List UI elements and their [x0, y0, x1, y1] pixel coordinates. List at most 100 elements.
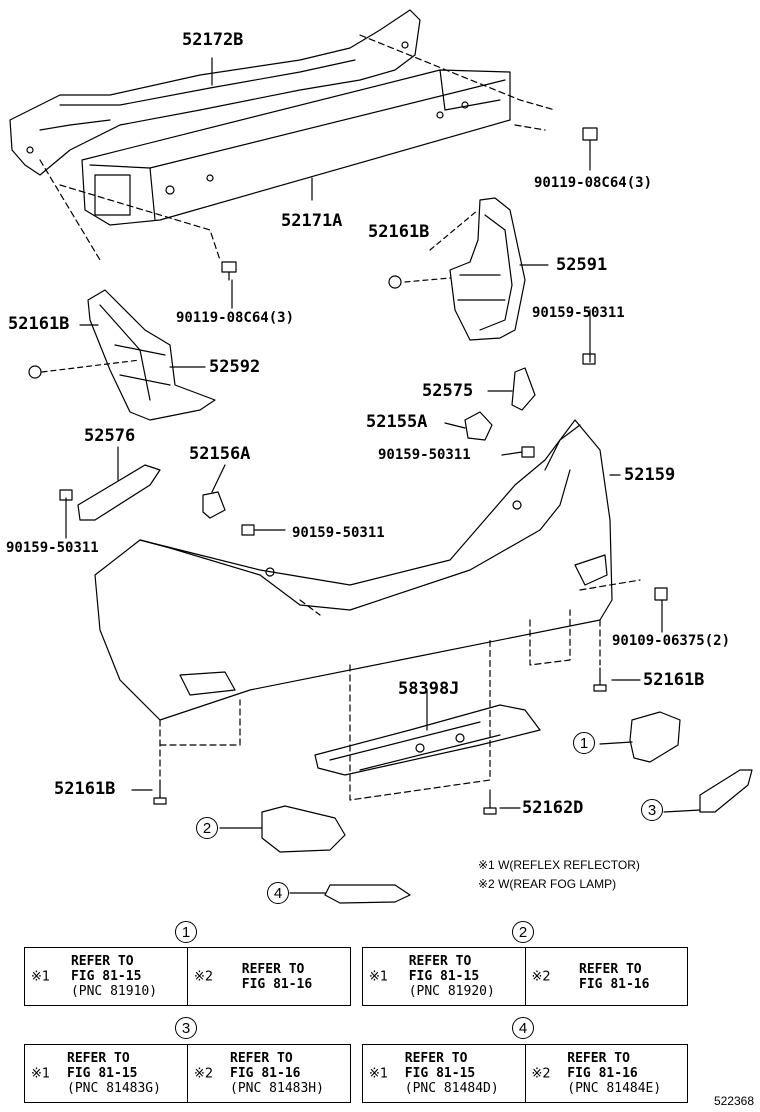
clip-icon: [153, 779, 167, 805]
callout-2: 2: [196, 817, 218, 839]
lamp-lens-icon: [324, 884, 411, 904]
ref-pnc: (PNC 81484E): [567, 1081, 662, 1096]
part-label: 90119-08C64(3): [534, 175, 653, 191]
reflector-left-icon: [699, 769, 753, 813]
part-label: 90109-06375(2): [612, 633, 731, 649]
part-label: 58398J: [398, 679, 460, 699]
part-label: 90159-50311: [292, 525, 385, 541]
note-rear-fog-lamp: ※2 W(REAR FOG LAMP): [478, 877, 617, 891]
ref-number-3: 3: [175, 1017, 197, 1039]
part-label: 52156A: [189, 444, 251, 464]
callout-1: 1: [573, 732, 595, 754]
mark-1: ※1: [31, 969, 51, 984]
bumper-reinforcement: [81, 69, 511, 226]
bumper-undercover: [314, 704, 541, 776]
ref-line: REFER TO: [579, 961, 642, 977]
part-label: 90159-50311: [6, 540, 99, 556]
ref-text: REFER TO FIG 81-16: [242, 962, 312, 992]
mark-2: ※2: [194, 1066, 214, 1081]
fog-lamp-icon: [261, 805, 346, 853]
reference-box-3: ※1 REFER TO FIG 81-15 (PNC 81483G) ※2 RE…: [24, 1044, 351, 1103]
ref-line: FIG 81-16: [579, 976, 650, 992]
clip-icon: [388, 275, 402, 289]
side-retainer-right: [449, 197, 526, 341]
ref-pnc: (PNC 81483H): [230, 1081, 324, 1096]
part-label: 52576: [84, 426, 136, 446]
part-label: 52575: [422, 381, 474, 401]
guide-lines-bottom: [159, 579, 641, 801]
part-label: 52171A: [281, 211, 343, 231]
note-reflex-reflector: ※1 W(REFLEX REFLECTOR): [478, 858, 640, 872]
part-label: 52592: [209, 357, 261, 377]
bracket-52575: [511, 367, 536, 411]
guide-lines-top: [39, 34, 556, 261]
ref-text: REFER TO FIG 81-15 (PNC 81910): [71, 954, 157, 999]
mark-2: ※2: [194, 969, 214, 984]
part-label: 52172B: [182, 30, 244, 50]
clip-icon: [28, 365, 42, 379]
ref-line: REFER TO: [70, 954, 134, 969]
ref-cell-right: ※2 REFER TO FIG 81-16: [524, 948, 688, 1005]
ref-number-2: 2: [512, 921, 534, 943]
ref-cell-left: ※1 REFER TO FIG 81-15 (PNC 81910): [25, 948, 187, 1005]
reference-box-2: ※1 REFER TO FIG 81-15 (PNC 81920) ※2 REF…: [362, 947, 688, 1006]
ref-line: REFER TO: [404, 1051, 468, 1066]
part-label: 52155A: [366, 412, 428, 432]
part-label: 52161B: [8, 314, 70, 334]
ref-line: FIG 81-15: [408, 969, 480, 984]
ref-cell-right: ※2 REFER TO FIG 81-16: [187, 948, 350, 1005]
callout-4: 4: [267, 882, 289, 904]
part-label: 52162D: [522, 798, 584, 818]
ref-text: REFER TO FIG 81-15 (PNC 81920): [409, 954, 495, 999]
clip-icon: [593, 667, 607, 692]
ref-line: REFER TO: [241, 961, 305, 977]
ref-line: FIG 81-16: [567, 1066, 638, 1081]
ref-cell-left: ※1 REFER TO FIG 81-15 (PNC 81920): [363, 948, 525, 1005]
ref-cell-right: ※2 REFER TO FIG 81-16 (PNC 81484E): [524, 1045, 688, 1102]
mark-2: ※2: [531, 969, 551, 984]
ref-text: REFER TO FIG 81-15 (PNC 81484D): [405, 1051, 499, 1096]
ref-number-1: 1: [175, 921, 197, 943]
side-retainer-left: [87, 289, 216, 421]
part-label: 52591: [556, 255, 608, 275]
part-label: 52161B: [54, 779, 116, 799]
clip-icon: [483, 789, 497, 815]
mark-1: ※1: [369, 969, 389, 984]
bolt-icons: [59, 127, 668, 601]
ref-pnc: (PNC 81484D): [404, 1081, 499, 1096]
part-label: 90119-08C64(3): [176, 310, 295, 326]
mark-2: ※2: [531, 1066, 551, 1081]
ref-cell-right: ※2 REFER TO FIG 81-16 (PNC 81483H): [187, 1045, 350, 1102]
ref-line: FIG 81-16: [241, 976, 313, 992]
ref-pnc: (PNC 81483G): [67, 1081, 161, 1096]
leader-lines: [65, 57, 701, 894]
ref-text: REFER TO FIG 81-16 (PNC 81484E): [567, 1051, 661, 1096]
reference-box-4: ※1 REFER TO FIG 81-15 (PNC 81484D) ※2 RE…: [362, 1044, 688, 1103]
mark-1: ※1: [369, 1066, 389, 1081]
bracket-52156a: [202, 491, 226, 519]
part-label: 52161B: [643, 670, 705, 690]
part-label: 52159: [624, 465, 676, 485]
ref-cell-left: ※1 REFER TO FIG 81-15 (PNC 81483G): [25, 1045, 187, 1102]
ref-pnc: (PNC 81920): [408, 984, 495, 999]
mark-1: ※1: [31, 1066, 51, 1081]
part-label: 90159-50311: [532, 305, 625, 321]
bumper-reinforcement-bracket: [9, 9, 421, 176]
part-label: 52161B: [368, 222, 430, 242]
ref-line: FIG 81-16: [230, 1066, 301, 1081]
ref-text: REFER TO FIG 81-16 (PNC 81483H): [230, 1051, 324, 1096]
ref-number-4: 4: [512, 1017, 534, 1039]
ref-pnc: (PNC 81910): [70, 984, 158, 999]
ref-line: FIG 81-15: [404, 1066, 476, 1081]
ref-line: FIG 81-15: [70, 969, 142, 984]
part-label: 90159-50311: [378, 447, 471, 463]
reference-box-1: ※1 REFER TO FIG 81-15 (PNC 81910) ※2 REF…: [24, 947, 351, 1006]
ref-line: REFER TO: [408, 954, 472, 969]
rear-bumper-cover: [94, 419, 613, 721]
bracket-52155a: [464, 411, 493, 441]
bracket-52576: [77, 464, 161, 521]
ref-line: REFER TO: [67, 1051, 130, 1066]
ref-text: REFER TO FIG 81-16: [579, 962, 649, 992]
